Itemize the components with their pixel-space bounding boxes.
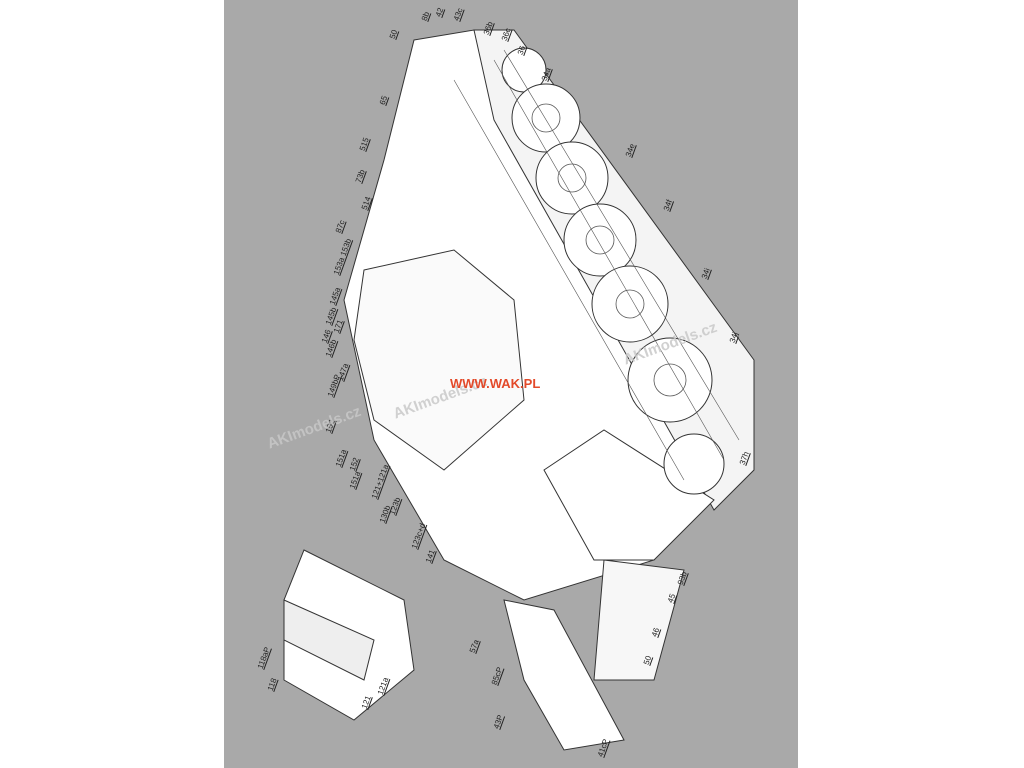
road-wheel [591,265,669,343]
side-skirt [593,559,685,681]
road-wheel [663,433,725,495]
rear-box [543,429,715,561]
road-wheel [535,141,609,215]
superstructure-block [353,249,525,471]
vehicle-assembly-drawing [283,29,755,751]
stern-plate [503,599,625,751]
road-wheel [511,83,581,153]
road-wheel [563,203,637,277]
detached-part-plate [283,599,375,681]
watermark-text: WWW.WAK.PL [450,376,541,391]
road-wheel [627,337,713,423]
